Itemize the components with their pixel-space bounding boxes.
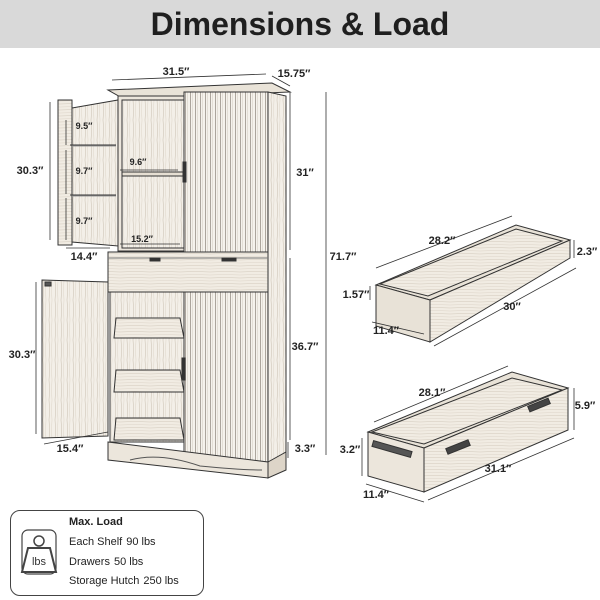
drawer-length-label: 28.1″	[419, 387, 446, 399]
shelf-spacing-3-label: 9.7″	[76, 216, 94, 226]
load-row-value: 90 lbs	[126, 536, 156, 548]
upper-door-height-label: 30.3″	[17, 165, 44, 177]
load-row-label: Drawers	[69, 556, 110, 568]
lower-door-width-label: 15.4″	[57, 443, 84, 455]
page-title: Dimensions & Load	[150, 6, 450, 42]
cabinet-total-height-label: 71.7″	[330, 251, 357, 263]
drawer-drawing	[366, 371, 570, 493]
base-height-label: 3.3″	[295, 443, 316, 455]
load-title: Max. Load	[69, 516, 123, 528]
drawer-depth-label: 11.4″	[363, 489, 390, 501]
load-row-value: 250 lbs	[143, 575, 179, 587]
shelf-spacing-2-label: 9.7″	[76, 166, 94, 176]
upper-shelf-depth-label: 15.2″	[131, 234, 154, 244]
upper-door-width-label: 14.4″	[71, 251, 98, 263]
tray-depth-label: 11.4″	[373, 325, 400, 337]
tray-height-label: 2.3″	[577, 246, 598, 258]
load-row-value: 50 lbs	[113, 556, 144, 568]
cabinet-drawing	[41, 82, 292, 479]
tray-dimension-lines	[369, 215, 577, 347]
drawer-tray-drawing	[374, 224, 572, 343]
lower-height-label: 36.7″	[292, 341, 319, 353]
tray-length-label: 28.2″	[429, 235, 456, 247]
drawer-front-length-label: 31.1″	[485, 463, 512, 475]
load-row-label: Each Shelf	[69, 536, 123, 548]
upper-height-label: 31″	[296, 167, 314, 179]
load-row-label: Storage Hutch	[69, 575, 140, 587]
lower-door-height-label: 30.3″	[9, 349, 36, 361]
cabinet-dimension-lines	[35, 73, 327, 458]
cabinet-width-label: 31.5″	[163, 66, 190, 78]
drawer-dimension-lines	[361, 365, 575, 503]
tray-front-length-label: 30″	[503, 301, 521, 313]
upper-shelf-inner-label: 9.6″	[130, 157, 148, 167]
shelf-spacing-1-label: 9.5″	[76, 121, 94, 131]
drawer-height-label: 5.9″	[575, 400, 596, 412]
cabinet-depth-label: 15.75″	[278, 68, 312, 80]
tray-inner-height-label: 1.57″	[343, 289, 370, 301]
title-banner	[0, 0, 600, 48]
drawer-side-height-label: 3.2″	[340, 444, 361, 456]
